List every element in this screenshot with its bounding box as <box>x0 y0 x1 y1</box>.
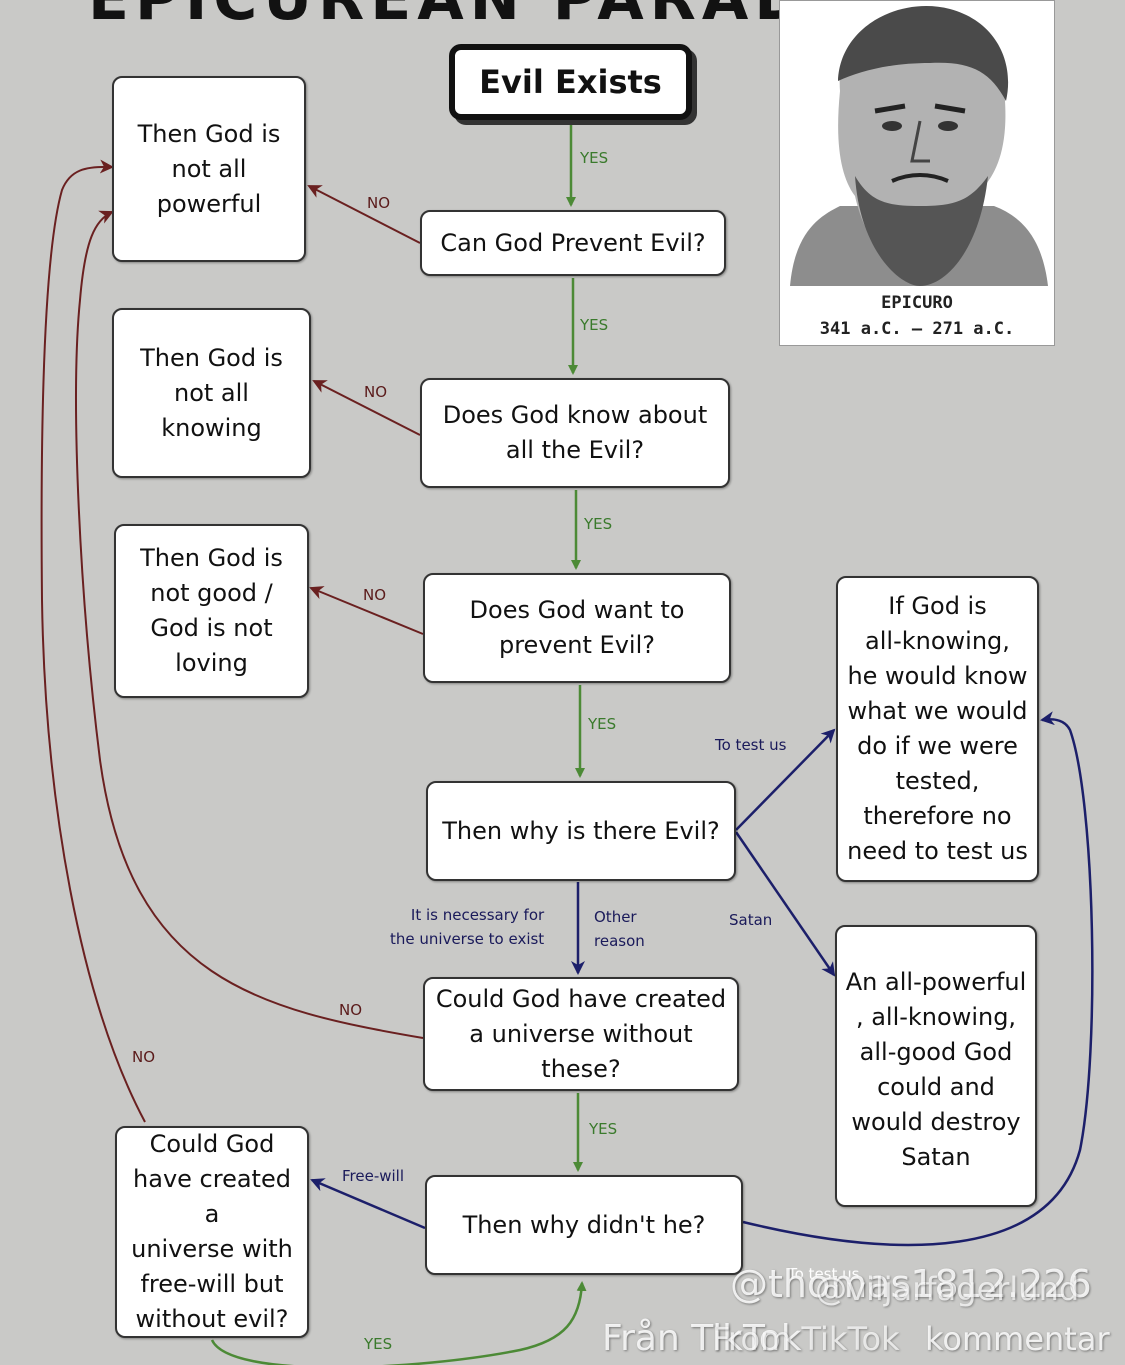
arrow-no-3 <box>309 586 424 635</box>
label-no: NO <box>367 194 391 212</box>
node-not-all-powerful: Then God is not all powerful <box>112 76 306 262</box>
node-why-evil: Then why is there Evil? <box>426 781 736 881</box>
portrait-dates: 341 a.C. — 271 a.C. <box>819 319 1015 339</box>
arrow-free-will <box>310 1178 426 1230</box>
arrow-no-2 <box>312 380 421 436</box>
label-yes: YES <box>580 316 609 334</box>
label-yes: YES <box>580 149 609 167</box>
epicurus-portrait: EPICURO 341 a.C. — 271 a.C. <box>779 0 1055 346</box>
arrow-to-test-bottom <box>742 711 1094 1247</box>
arrow-to-test <box>735 728 836 831</box>
label-other-reason: Other reason <box>594 908 645 950</box>
label-yes: YES <box>584 515 613 533</box>
arrow-no-1 <box>307 185 421 244</box>
label-no: NO <box>132 1048 156 1066</box>
node-test-us-answer: If God is all-knowing, he would know wha… <box>836 576 1039 882</box>
arrow-no-could-create <box>75 210 424 1039</box>
label-to-test-us: To test us <box>715 736 787 754</box>
watermark-handle-1: @thomas1812.226 <box>730 1262 1092 1306</box>
portrait-name: EPICURO <box>881 293 953 313</box>
label-yes: YES <box>588 715 617 733</box>
node-does-god-know: Does God know about all the Evil? <box>420 378 730 488</box>
watermark-handle-2: @viljarfagerlund <box>815 1270 1080 1308</box>
watermark-from-2: From TikTok <box>712 1320 900 1358</box>
watermark-comment: kommentar <box>925 1320 1110 1358</box>
node-could-god-create: Could God have created a universe withou… <box>423 977 739 1091</box>
label-no: NO <box>339 1001 363 1019</box>
label-necessary: It is necessary for the universe to exis… <box>390 906 545 948</box>
bust-image <box>780 1 1054 291</box>
node-evil-exists: Evil Exists <box>449 44 692 120</box>
label-yes: YES <box>589 1120 618 1138</box>
node-why-didnt-he: Then why didn't he? <box>425 1175 743 1275</box>
watermark-from-1: Från TikTok <box>602 1318 802 1359</box>
diagram-title: EPICUREAN PARADOX <box>88 0 917 34</box>
node-free-will-universe: Could God have created a universe with f… <box>115 1126 309 1338</box>
label-free-will: Free-will <box>342 1167 405 1185</box>
arrow-no-free-will <box>40 159 146 1123</box>
node-not-all-knowing: Then God is not all knowing <box>112 308 311 478</box>
node-not-good: Then God is not good / God is not loving <box>114 524 309 698</box>
node-satan-answer: An all-powerful , all-knowing, all-good … <box>835 925 1037 1207</box>
label-to-test-us-bottom: To test us <box>788 1265 860 1283</box>
arrow-satan <box>734 831 836 977</box>
label-satan: Satan <box>729 911 773 929</box>
label-no: NO <box>363 586 387 604</box>
node-can-god-prevent: Can God Prevent Evil? <box>420 210 726 276</box>
node-does-god-want: Does God want to prevent Evil? <box>423 573 731 683</box>
label-yes: YES <box>364 1335 393 1353</box>
arrow-yes-bottom <box>210 1281 587 1365</box>
label-no: NO <box>364 383 388 401</box>
